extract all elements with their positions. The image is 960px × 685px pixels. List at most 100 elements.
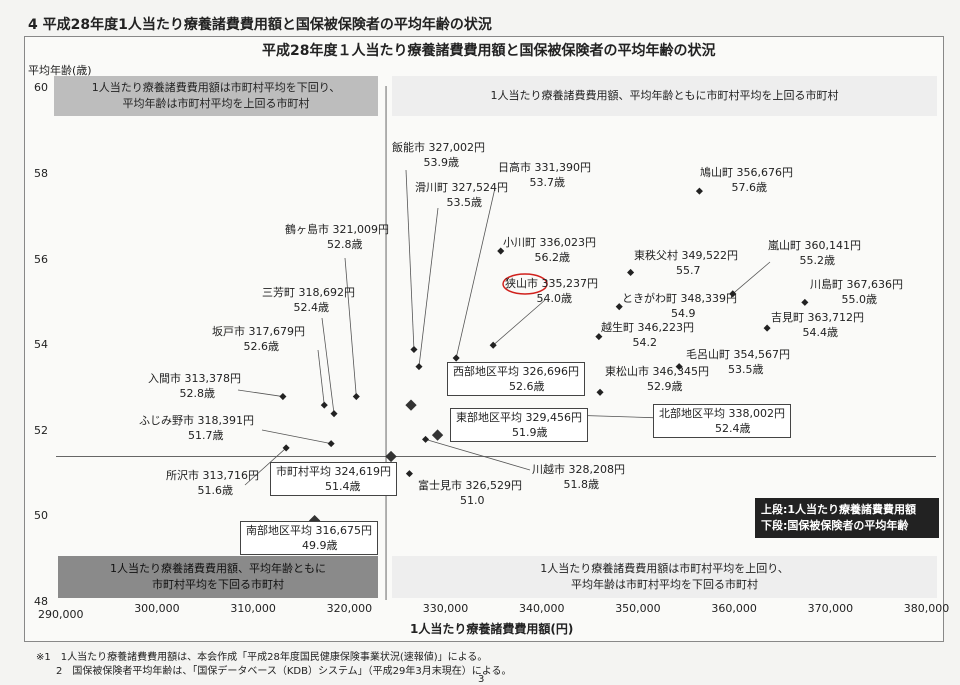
x-tick-label: 310,000 [230, 602, 276, 615]
section-title: 4 平成28年度1人当たり療養諸費費用額と国保被保険者の平均年齢の状況 [28, 17, 492, 33]
data-point [729, 290, 737, 298]
point-label: 東松山市 346,345円 52.9歳 [605, 365, 709, 393]
data-point [405, 470, 413, 478]
quadrant-label-upper-left: 1人当たり療養諸費費用額は市町村平均を下回り、 平均年齢は市町村平均を上回る市町… [54, 76, 378, 116]
point-label: 小川町 336,023円 56.2歳 [503, 236, 596, 264]
data-point [422, 435, 430, 443]
y-tick-label: 48 [34, 595, 48, 608]
point-label: 東秩父村 349,522円 55.7 [634, 249, 738, 277]
point-label: 川越市 328,208円 51.8歳 [532, 463, 625, 491]
y-axis-label: 平均年齢(歳) [28, 64, 92, 77]
highlight-circle [502, 273, 548, 295]
data-point [489, 341, 497, 349]
data-point [327, 440, 335, 448]
average-label-box: 東部地区平均 329,456円 51.9歳 [450, 408, 588, 442]
leader-line [237, 389, 283, 397]
average-point [385, 450, 397, 463]
leader-line [244, 447, 287, 486]
data-point [627, 268, 635, 276]
quadrant-text: 1人当たり療養諸費費用額は市町村平均を下回り、 平均年齢は市町村平均を上回る市町… [91, 81, 341, 110]
y-tick-label: 50 [34, 509, 48, 523]
page-number: 3 [478, 674, 485, 685]
x-tick-label: 330,000 [422, 602, 469, 615]
legend-item-lower: 下段:国保被保険者の平均年齢 [761, 519, 909, 532]
x-tick-label: 340,000 [519, 602, 565, 615]
data-point [352, 393, 360, 401]
data-point [595, 333, 603, 341]
average-point [405, 399, 417, 411]
leader-line [732, 261, 771, 295]
point-label: 三芳町 318,692円 52.4歳 [262, 286, 355, 314]
quadrant-text: 1人当たり療養諸費費用額、平均年齢ともに市町村平均を上回る市町村 [490, 89, 839, 102]
data-point [279, 393, 287, 401]
chart-frame [24, 36, 944, 642]
point-label: 毛呂山町 354,567円 53.5歳 [686, 348, 790, 376]
point-label: 所沢市 313,716円 51.6歳 [166, 469, 259, 497]
x-tick-label: 380,000 [903, 602, 950, 615]
data-point [320, 401, 328, 409]
data-point [410, 345, 418, 354]
data-point [452, 354, 460, 362]
data-point [596, 388, 604, 396]
footnote-1: ※1 1人当たり療養諸費費用額は、本会作成「平成28年度国民健康保険事業状況(速… [36, 652, 488, 663]
point-label: 鳩山町 356,676円 57.6歳 [700, 166, 793, 194]
average-label-box: 西部地区平均 326,696円 52.6歳 [447, 362, 585, 396]
point-label: 日高市 331,390円 53.7歳 [498, 161, 591, 189]
point-label: 狭山市 335,237円 54.0歳 [505, 277, 598, 305]
leader-line [317, 349, 325, 406]
data-point [801, 298, 809, 306]
leader-line [418, 207, 439, 367]
x-tick-label: 300,000 [134, 602, 180, 615]
footnote-2: 2 国保被保険者平均年齢は、「国保データベース（KDB）システム」（平成29年3… [56, 666, 512, 677]
x-tick-label: 350,000 [615, 602, 661, 615]
point-label: 滑川町 327,524円 53.5歳 [415, 181, 508, 209]
point-label: 越生町 346,223円 54.2 [601, 321, 694, 349]
x-tick-label: 320,000 [326, 602, 373, 615]
data-point [763, 324, 771, 332]
quadrant-text: 1人当たり療養諸費費用額、平均年齢ともに 市町村平均を下回る市町村 [110, 562, 326, 591]
point-label: 富士見市 326,529円 51.0 [418, 479, 522, 507]
point-label: 坂戸市 317,679円 52.6歳 [212, 325, 305, 353]
leader-line [261, 429, 332, 445]
data-point [615, 303, 623, 311]
point-label: ふじみ野市 318,391円 51.7歳 [139, 414, 254, 442]
point-label: ときがわ町 348,339円 54.9 [622, 292, 737, 320]
average-label-box: 市町村平均 324,619円 51.4歳 [270, 462, 397, 496]
quadrant-text: 1人当たり療養諸費費用額は市町村平均を上回り、 平均年齢は市町村平均を下回る市町… [540, 562, 789, 591]
legend-item-upper: 上段:1人当たり療養諸費費用額 [761, 503, 917, 516]
legend: 上段:1人当たり療養諸費費用額 下段:国保被保険者の平均年齢 [755, 498, 939, 538]
average-label-box: 北部地区平均 338,002円 52.4歳 [653, 404, 791, 438]
data-point [675, 363, 683, 371]
leader-line [344, 257, 357, 397]
average-point [431, 429, 444, 441]
leader-line [321, 317, 335, 414]
chart-title: 平成28年度１人当たり療養諸費費用額と国保被保険者の平均年齢の状況 [262, 43, 716, 59]
point-label: 吉見町 363,712円 54.4歳 [771, 311, 864, 339]
leader-line [405, 169, 415, 350]
point-label: 嵐山町 360,141円 55.2歳 [768, 239, 861, 267]
point-label: 飯能市 327,002円 53.9歳 [392, 141, 485, 169]
y-tick-label: 56 [34, 252, 48, 266]
point-label: 入間市 313,378円 52.8歳 [148, 372, 241, 400]
x-axis-label: 1人当たり療養諸費費用額(円) [410, 622, 574, 636]
point-label: 川島町 367,636円 55.0歳 [810, 278, 903, 306]
data-point [330, 410, 338, 418]
average-label-box: 南部地区平均 316,675円 49.9歳 [240, 521, 378, 555]
x-tick-label: 370,000 [807, 602, 854, 615]
leader-line [492, 299, 546, 346]
quadrant-label-upper-right: 1人当たり療養諸費費用額、平均年齢ともに市町村平均を上回る市町村 [392, 76, 937, 116]
quadrant-label-lower-left: 1人当たり療養諸費費用額、平均年齢ともに 市町村平均を下回る市町村 [58, 556, 378, 598]
point-label: 鶴ヶ島市 321,009円 52.8歳 [285, 223, 389, 251]
data-point [282, 444, 290, 452]
y-tick-label: 52 [34, 423, 48, 437]
y-tick-label: 60 [34, 81, 48, 95]
y-tick-label: 58 [34, 167, 48, 180]
data-point [497, 247, 505, 255]
x-tick-label: 290,000 [38, 608, 84, 621]
leader-line [425, 438, 531, 471]
x-tick-label: 360,000 [711, 602, 757, 615]
data-point [415, 363, 423, 371]
y-tick-label: 54 [34, 338, 48, 352]
quadrant-label-lower-right: 1人当たり療養諸費費用額は市町村平均を上回り、 平均年齢は市町村平均を下回る市町… [392, 556, 937, 598]
